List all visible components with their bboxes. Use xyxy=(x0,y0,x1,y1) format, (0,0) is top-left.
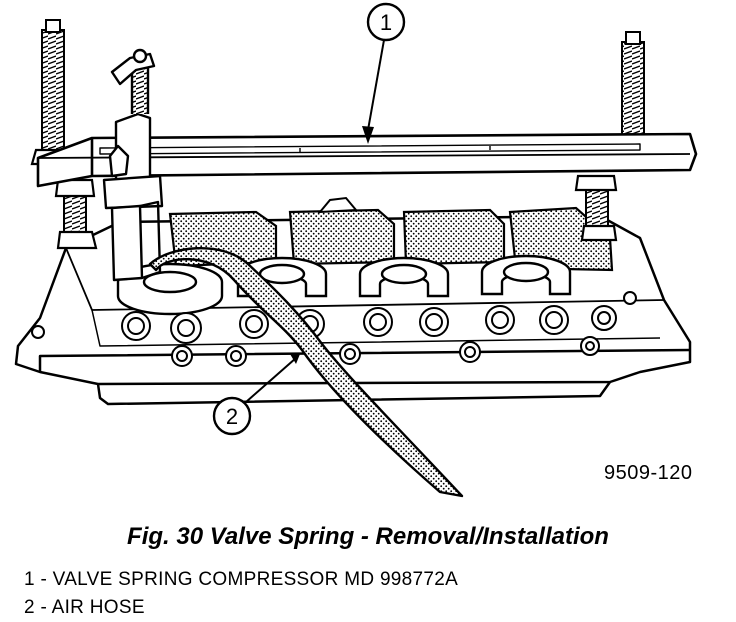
figure-caption: Fig. 30 Valve Spring - Removal/Installat… xyxy=(127,523,609,550)
valve-bores xyxy=(31,291,637,367)
compressor-slider xyxy=(102,48,164,282)
callout-1: 1 xyxy=(362,2,406,144)
cam-tower-caps xyxy=(317,196,359,214)
legend-item-compressor: 1 - VALVE SPRING COMPRESSOR MD 998772A xyxy=(24,569,459,590)
figure-code: 9509-120 xyxy=(604,462,693,484)
legend-item-air-hose: 2 - AIR HOSE xyxy=(24,597,145,618)
callout-2-number: 2 xyxy=(226,404,238,429)
cam-towers xyxy=(168,206,614,272)
compressor-crossbar xyxy=(36,132,698,188)
valve-spring-compressor-illustration: 1 2 xyxy=(14,2,698,498)
valve-retainers xyxy=(116,254,572,316)
callout-2: 2 xyxy=(212,354,300,436)
callout-1-number: 1 xyxy=(380,10,392,35)
air-hose xyxy=(148,246,464,498)
